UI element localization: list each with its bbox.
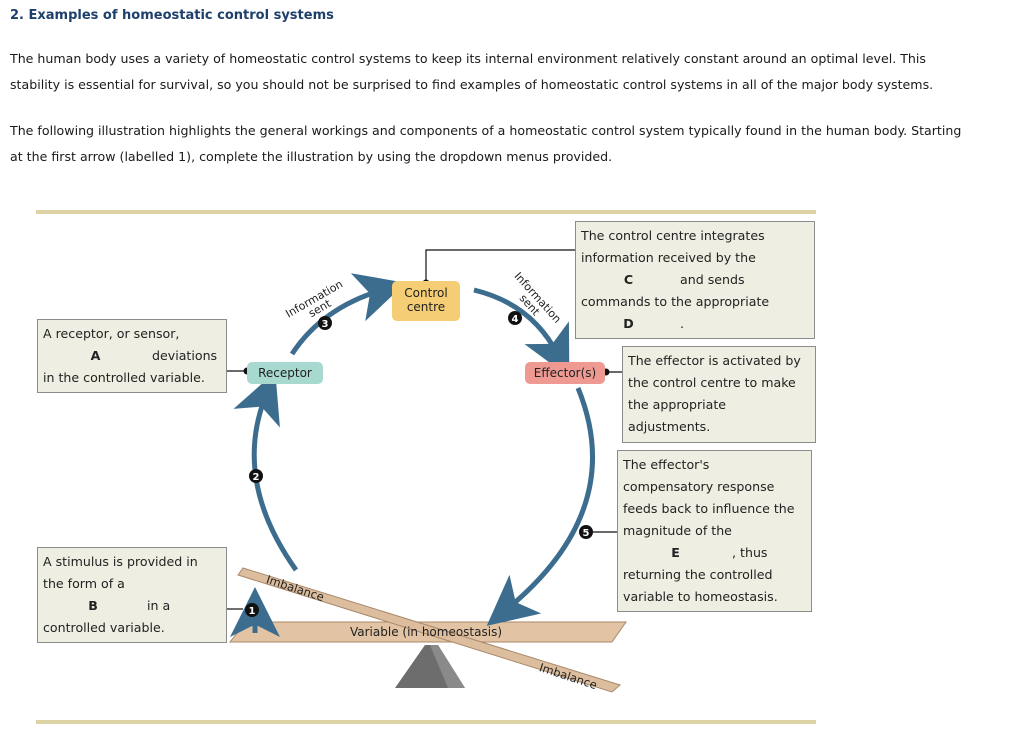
effector-callout: The effector is activated by the control…	[622, 346, 816, 443]
receptor-callout-line-3: in the controlled variable.	[43, 370, 205, 385]
control-centre-label-2: centre	[406, 300, 446, 314]
instruction-line-1: The following illustration highlights th…	[10, 123, 962, 138]
svg-text:4: 4	[512, 314, 519, 325]
stimulus-callout-line-2: the form of a	[43, 576, 125, 591]
control-centre-callout: The control centre integrates informatio…	[575, 221, 815, 339]
feedback-callout-line-7: variable to homeostasis.	[623, 589, 778, 604]
receptor-callout-line-2: A deviations	[43, 345, 221, 367]
step-marker-1: 1	[245, 603, 259, 617]
top-divider	[36, 210, 816, 214]
stimulus-callout: A stimulus is provided in the form of a …	[37, 547, 227, 643]
svg-text:5: 5	[583, 528, 590, 539]
control-centre-box: Control centre	[392, 281, 460, 321]
intro-paragraph: The human body uses a variety of homeost…	[10, 46, 1010, 98]
arrow-to-control-centre	[289, 273, 406, 356]
receptor-callout-line-2-tail: deviations	[152, 348, 218, 363]
feedback-callout-line-1: The effector's	[623, 457, 710, 472]
stimulus-callout-line-3: B in a	[43, 595, 221, 617]
blank-d: D	[623, 316, 634, 331]
blank-e: E	[671, 545, 680, 560]
tilted-plank	[237, 567, 622, 693]
blank-a: A	[90, 348, 101, 363]
effector-pill: Effector(s)	[525, 362, 605, 384]
receptor-callout-line-1: A receptor, or sensor,	[43, 326, 180, 341]
bottom-divider	[36, 720, 816, 724]
imbalance-right-label: Imbalance	[538, 660, 599, 692]
control-centre-connector	[425, 249, 575, 283]
control-centre-callout-line-2: information received by the	[581, 250, 756, 265]
control-centre-callout-line-1: The control centre integrates	[581, 228, 765, 243]
step-marker-4: 4	[508, 311, 522, 325]
svg-text:2: 2	[253, 472, 260, 483]
svg-text:3: 3	[322, 319, 329, 330]
control-centre-callout-line-4: commands to the appropriate	[581, 294, 770, 309]
feedback-callout-line-6: returning the controlled	[623, 567, 773, 582]
feedback-callout-line-5: E , thus	[623, 542, 806, 564]
feedback-callout-line-5-tail: , thus	[732, 545, 768, 560]
step-marker-3: 3	[318, 316, 332, 330]
blank-c: C	[623, 272, 634, 287]
stimulus-callout-line-1: A stimulus is provided in	[43, 554, 198, 569]
control-centre-label-1: Control	[404, 286, 448, 300]
blank-b: B	[88, 598, 98, 613]
imbalance-left-label: Imbalance	[265, 572, 326, 604]
control-centre-callout-line-5-tail: .	[680, 316, 685, 331]
section-heading: 2. Examples of homeostatic control syste…	[10, 8, 334, 23]
instruction-line-2: at the first arrow (labelled 1), complet…	[10, 149, 613, 164]
intro-line-2: stability is essential for survival, so …	[10, 77, 934, 92]
effector-callout-line-3: the appropriate	[628, 397, 727, 412]
control-centre-callout-line-3-tail: and sends	[680, 272, 745, 287]
arrow-to-effector	[473, 287, 570, 378]
step-marker-2: 2	[249, 469, 263, 483]
arrow-feedback	[486, 387, 596, 626]
stimulus-callout-line-4: controlled variable.	[43, 620, 165, 635]
feedback-callout-line-2: compensatory response	[623, 479, 775, 494]
stimulus-callout-line-3-tail: in a	[147, 598, 171, 613]
receptor-pill: Receptor	[247, 362, 323, 384]
arrow-to-receptor	[233, 371, 299, 572]
feedback-callout-line-4: magnitude of the	[623, 523, 732, 538]
effector-callout-line-2: the control centre to make	[628, 375, 796, 390]
control-centre-callout-line-3: C and sends	[581, 269, 809, 291]
effector-callout-line-1: The effector is activated by	[628, 353, 801, 368]
fulcrum-shade	[430, 645, 465, 688]
intro-line-1: The human body uses a variety of homeost…	[10, 51, 926, 66]
effector-callout-line-4: adjustments.	[628, 419, 711, 434]
receptor-callout: A receptor, or sensor, A deviations in t…	[37, 319, 227, 393]
control-centre-callout-line-5: D .	[581, 313, 809, 335]
instruction-paragraph: The following illustration highlights th…	[10, 118, 1010, 170]
variable-label: Variable (in homeostasis)	[350, 625, 502, 639]
svg-text:1: 1	[249, 606, 256, 617]
step-marker-5: 5	[579, 525, 593, 539]
feedback-callout: The effector's compensatory response fee…	[617, 450, 812, 612]
feedback-callout-line-3: feeds back to influence the	[623, 501, 795, 516]
